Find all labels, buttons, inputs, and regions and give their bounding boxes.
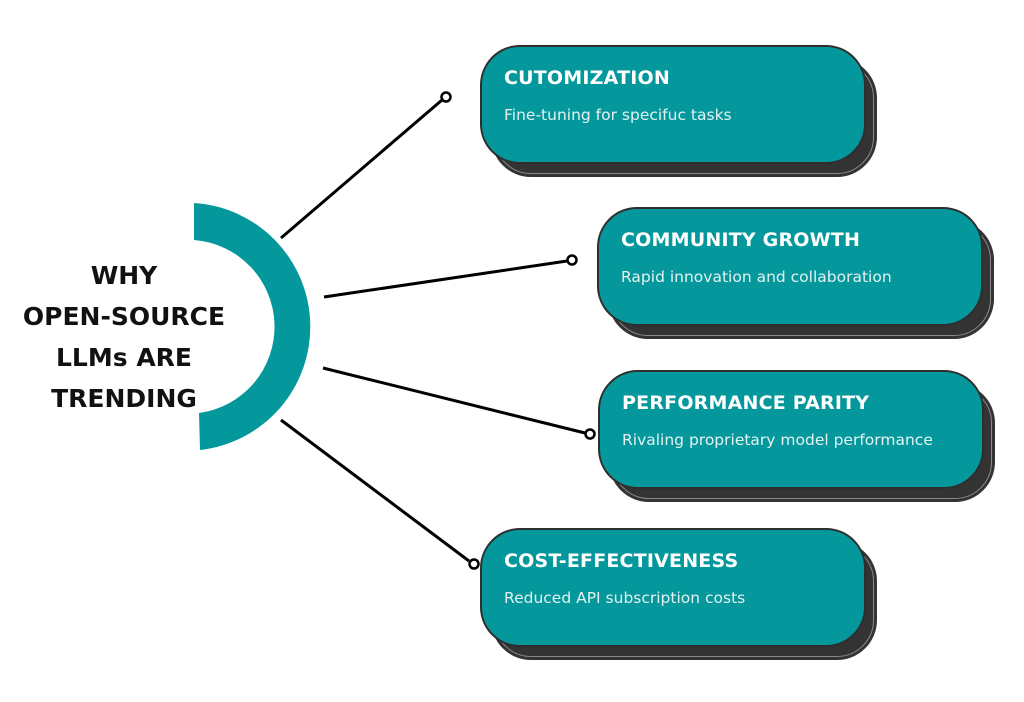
main-title-line-2: OPEN-SOURCE	[22, 302, 226, 331]
main-title-line-1: WHY	[90, 261, 158, 290]
card-subtitle: Rapid innovation and collaboration	[621, 268, 892, 286]
card-performance-parity: PERFORMANCE PARITY Rivaling proprietary …	[598, 370, 995, 502]
card-face: COST-EFFECTIVENESS Reduced API subscript…	[480, 528, 866, 647]
card-subtitle: Fine-tuning for specifuc tasks	[504, 106, 732, 124]
card-cost-effectiveness: COST-EFFECTIVENESS Reduced API subscript…	[480, 528, 877, 660]
main-title-line-4: TRENDING	[51, 384, 197, 413]
connector-node-3	[584, 428, 596, 440]
card-title: CUTOMIZATION	[504, 67, 670, 89]
connector-node-1	[440, 91, 452, 103]
card-face: COMMUNITY GROWTH Rapid innovation and co…	[597, 207, 983, 326]
main-title-line-3: LLMs ARE	[56, 343, 192, 372]
connector-node-4	[468, 558, 480, 570]
card-face: CUTOMIZATION Fine-tuning for specifuc ta…	[480, 45, 866, 164]
connector-line-4	[280, 418, 470, 563]
card-subtitle: Rivaling proprietary model performance	[622, 431, 933, 449]
card-face: PERFORMANCE PARITY Rivaling proprietary …	[598, 370, 984, 489]
card-title: PERFORMANCE PARITY	[622, 392, 870, 414]
connector-line-3	[322, 366, 586, 435]
card-customization: CUTOMIZATION Fine-tuning for specifuc ta…	[480, 45, 877, 177]
main-title: WHY OPEN-SOURCE LLMs ARE TRENDING	[6, 255, 242, 419]
connector-node-2	[566, 254, 578, 266]
connector-line-2	[323, 259, 568, 299]
card-title: COST-EFFECTIVENESS	[504, 550, 739, 572]
half-ring-arc	[194, 203, 311, 450]
connector-line-1	[280, 98, 443, 240]
card-community-growth: COMMUNITY GROWTH Rapid innovation and co…	[597, 207, 994, 339]
card-subtitle: Reduced API subscription costs	[504, 589, 746, 607]
card-title: COMMUNITY GROWTH	[621, 229, 861, 251]
